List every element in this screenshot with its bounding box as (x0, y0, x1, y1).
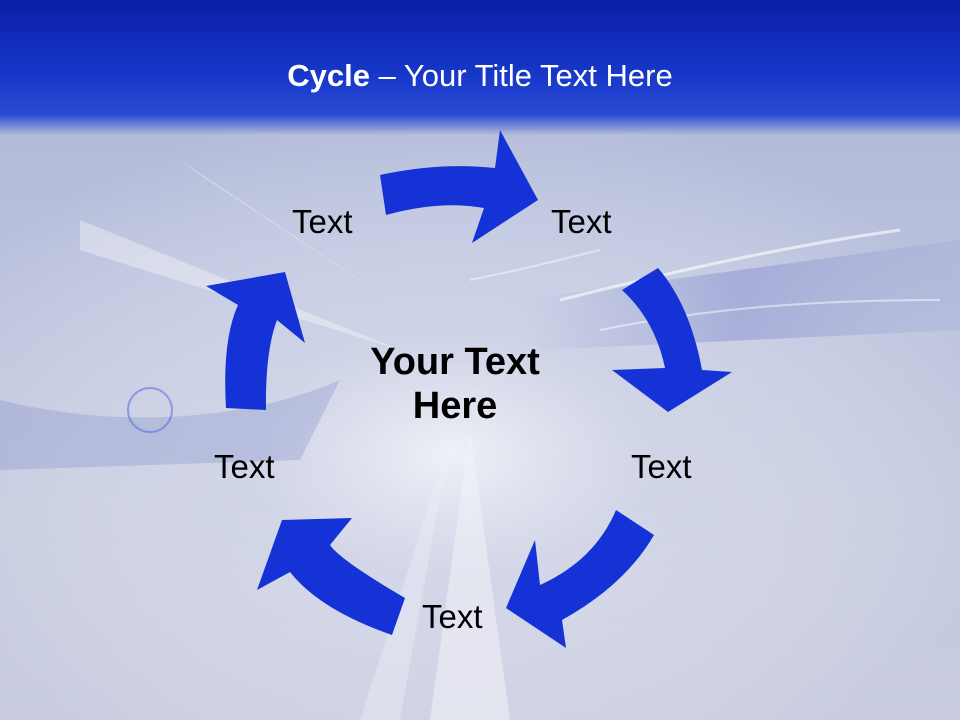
cycle-arrow-left (206, 272, 305, 410)
cycle-node-label-1: Text (292, 203, 353, 240)
cycle-node-label-4: Text (422, 598, 483, 635)
cycle-arrow-bottom-right (506, 510, 654, 648)
cycle-arrow-right (612, 268, 732, 412)
center-text: Your Text Here (370, 341, 540, 427)
cycle-arrow-bottom-left (257, 518, 405, 635)
cycle-node-label-2: Text (551, 203, 612, 240)
cycle-node-label-5: Text (214, 448, 275, 485)
title-strong-text: Cycle (287, 58, 370, 93)
slide-title: Cycle – Your Title Text Here (0, 56, 960, 96)
title-bar (0, 0, 960, 135)
title-rest-text: – Your Title Text Here (370, 58, 673, 93)
cycle-arrow-top (380, 130, 538, 243)
cycle-node-label-3: Text (631, 448, 692, 485)
